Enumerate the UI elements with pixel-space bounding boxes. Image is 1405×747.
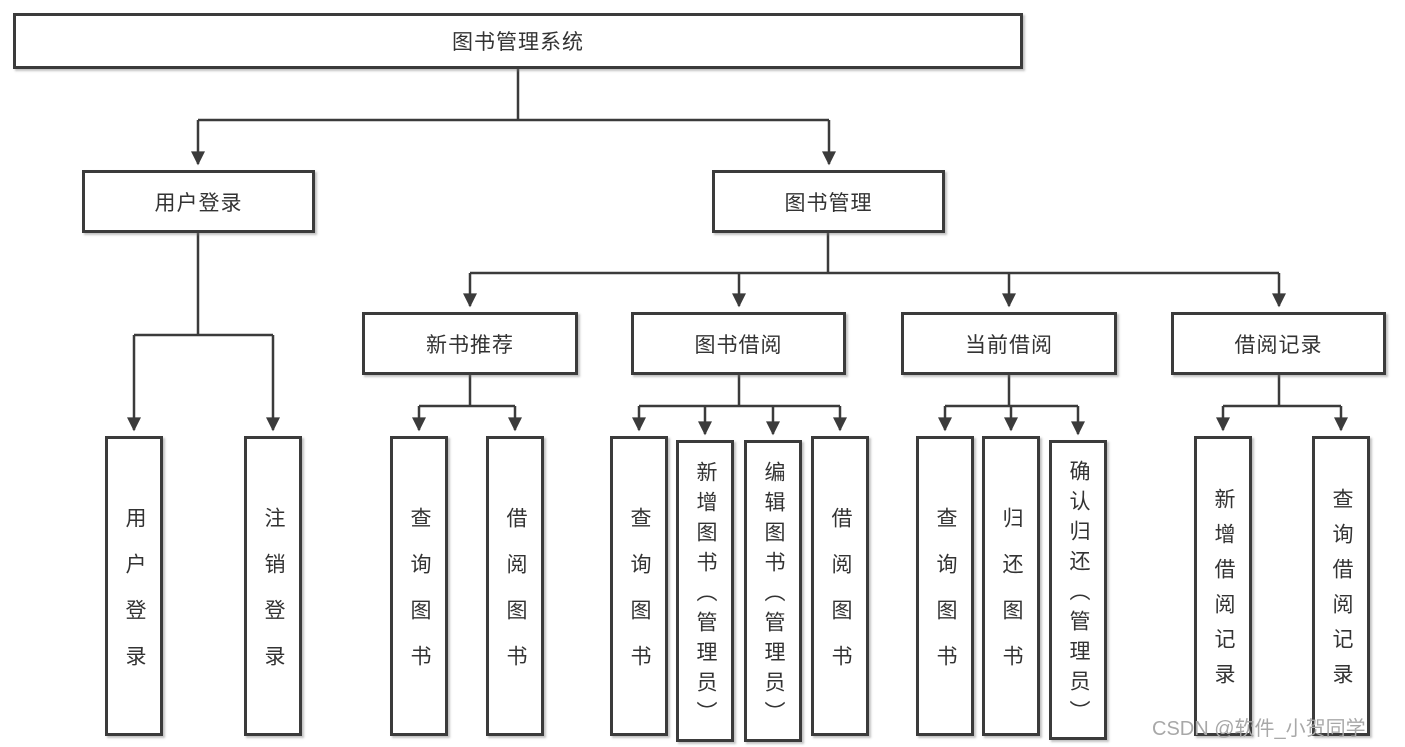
node-new-book-recommend: 新书推荐: [362, 312, 578, 375]
node-library-management-system: 图书管理系统: [13, 13, 1023, 69]
leaf-query-books: 查询图书: [390, 436, 448, 736]
node-label: 借阅图书: [504, 506, 527, 691]
node-label: 归还图书: [1000, 506, 1023, 691]
node-label: 新增图书（管理员）: [694, 460, 717, 731]
node-label: 查询图书: [934, 506, 957, 691]
leaf-query-borrow-record: 查询借阅记录: [1312, 436, 1370, 736]
node-label: 查询图书: [628, 506, 651, 691]
leaf-confirm-return-admin: 确认归还（管理员）: [1049, 440, 1107, 740]
leaf-logout: 注销登录: [244, 436, 302, 736]
node-label: 查询图书: [408, 506, 431, 691]
leaf-return-books: 归还图书: [982, 436, 1040, 736]
node-label: 图书管理: [784, 191, 873, 215]
leaf-edit-book-admin: 编辑图书（管理员）: [744, 440, 802, 742]
node-label: 图书管理系统: [452, 31, 584, 54]
node-label: 编辑图书（管理员）: [762, 460, 785, 731]
node-label: 借阅记录: [1234, 333, 1323, 357]
node-label: 新增借阅记录: [1212, 488, 1235, 698]
node-user-login: 用户登录: [82, 170, 315, 233]
node-label: 借阅图书: [829, 506, 852, 691]
node-label: 注销登录: [262, 506, 285, 691]
node-label: 当前借阅: [965, 333, 1053, 357]
leaf-query-books: 查询图书: [916, 436, 974, 736]
node-label: 图书借阅: [694, 333, 783, 357]
leaf-user-login: 用户登录: [105, 436, 163, 736]
node-label: 用户登录: [154, 191, 243, 215]
leaf-query-books: 查询图书: [610, 436, 668, 736]
leaf-add-borrow-record: 新增借阅记录: [1194, 436, 1252, 736]
node-label: 新书推荐: [426, 333, 514, 357]
node-borrowing-records: 借阅记录: [1171, 312, 1386, 375]
node-book-management: 图书管理: [712, 170, 945, 233]
csdn-watermark: CSDN @软件_小贺同学: [1152, 718, 1366, 740]
leaf-borrow-books: 借阅图书: [486, 436, 544, 736]
node-label: 查询借阅记录: [1330, 488, 1353, 698]
node-label: 确认归还（管理员）: [1067, 459, 1090, 730]
leaf-borrow-books: 借阅图书: [811, 436, 869, 736]
leaf-add-book-admin: 新增图书（管理员）: [676, 440, 734, 742]
node-book-borrowing: 图书借阅: [631, 312, 846, 375]
node-label: 用户登录: [123, 506, 146, 691]
node-current-borrowing: 当前借阅: [901, 312, 1117, 375]
